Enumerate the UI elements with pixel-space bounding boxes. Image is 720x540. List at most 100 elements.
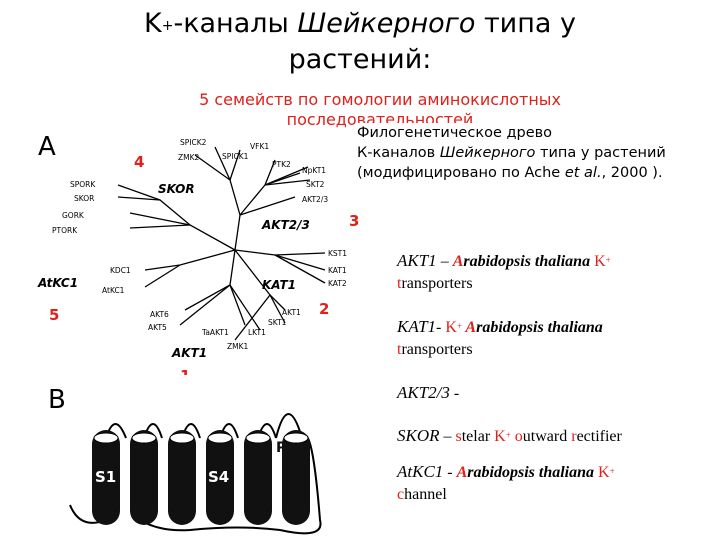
definition-akt1: AKT1 – Arabidopsis thaliana K+ transport… [397,250,611,295]
highlight: o [510,428,523,445]
channel-topology: B S1 S4 P [48,385,322,535]
separator: - [443,464,457,481]
family-label: KAT1 [262,278,296,292]
helix [244,430,272,525]
highlight: s [455,428,462,445]
superscript: + [456,321,463,331]
helices [92,430,310,525]
leaf-label: AKT5 [148,323,167,332]
superscript: + [609,466,615,476]
segment-label-p: P [276,440,286,456]
highlight: t [397,341,402,358]
leaf-label: ZMK1 [227,342,249,351]
leaf-label: KDC1 [110,266,131,275]
leaf-label: KAT1 [328,266,347,275]
definition-text: ransporters [401,341,473,358]
definition-text: telar [461,428,495,445]
highlight: A [456,464,468,481]
marker-3: 3 [349,212,359,230]
highlight: K [590,253,606,270]
leaf-label: SPICK2 [180,138,207,147]
leaf-label: SKT2 [306,180,325,189]
title-italic: Шейкерного [297,8,476,39]
marker-2: 2 [319,300,329,318]
definition-text: ectifier [576,428,622,445]
family-label: AtKC1 [37,276,78,290]
species: rabidopsis thaliana [467,464,594,481]
term: KAT1 [397,317,437,336]
definition-text: hannel [404,486,447,503]
family-label: AKT1 [171,346,207,360]
panel-label-a: A [38,132,56,162]
tree-branches [117,146,326,341]
caption-text: типа у растений (модифицировано по Ache [357,145,666,181]
helix-s4 [206,430,234,525]
separator: – [439,428,456,445]
title-suffix: типа у растений [288,8,576,75]
species: rabidopsis thaliana [476,319,603,336]
leaf-label: AKT6 [150,310,169,319]
highlight: r [571,428,577,445]
term: AKT2/3 [397,383,450,402]
highlight: K [445,319,457,336]
segment-label-s1: S1 [95,468,116,486]
term: SKOR [397,426,440,445]
leaf-label: PTK2 [272,160,291,169]
leaf-label: LKT1 [248,328,266,337]
segment-labels: S1 S4 [95,468,229,486]
superscript: + [605,255,611,265]
title-mid: -каналы [173,8,298,39]
marker-5: 5 [49,306,59,324]
highlight: K [494,428,506,445]
page-title: K+-каналы Шейкерного типа у растений: [70,6,650,78]
term: AKT1 [397,251,437,270]
tree-family-labels: SKOR AKT2/3 AtKC1 KAT1 AKT1 [37,182,310,360]
leaf-label: GORK [62,211,85,220]
figure-caption: Филогенетическое древо К-каналов Шейкерн… [357,123,687,183]
helix [168,430,196,525]
leaf-label: SPORK [70,180,96,189]
definition-skor: SKOR – stelar K+ outward rectifier [397,425,622,448]
highlight: c [397,486,405,503]
title-sup: + [161,18,174,34]
caption-italic: Шейкерного [439,145,536,161]
leaf-label: VFK1 [250,142,269,151]
helix [282,430,310,525]
definition-text: ransporters [401,275,473,292]
leaf-label: ZMK2 [178,153,200,162]
leaf-label: AKT1 [282,308,301,317]
caption-line1: Филогенетическое древо [357,125,553,141]
panel-label-b: B [48,385,66,415]
caption-italic: et al. [564,165,602,181]
definition-kat1: KAT1- K+ Arabidopsis thaliana transporte… [397,316,603,361]
leaf-label: PTORK [52,226,78,235]
leaf-label: TaAKT1 [201,328,229,337]
highlight: K [594,464,610,481]
highlight: A [452,253,464,270]
definition-atkc1: AtKC1 - Arabidopsis thaliana K+ channel [397,461,615,506]
leaf-label: AtKC1 [102,286,125,295]
leaf-label: SPICK1 [222,152,249,161]
segment-label-s4: S4 [208,468,229,486]
leaf-label: KAT2 [328,279,347,288]
definition-text: utward [522,428,572,445]
superscript: + [505,430,511,440]
leaf-label: KST1 [328,249,347,258]
helix [130,430,158,525]
leaf-label: NpKT1 [302,166,326,175]
separator: - [436,319,446,336]
definition-akt23: AKT2/3 - [397,382,459,405]
highlight: t [397,275,402,292]
family-label: SKOR [158,182,195,196]
marker-1: 1 [180,367,190,375]
separator: - [449,385,460,402]
leaf-label: AKT2/3 [302,195,328,204]
caption-text: К-каналов [357,145,440,161]
marker-4: 4 [134,153,144,171]
leaf-label: SKT1 [268,318,287,327]
caption-text: , 2000 ). [601,165,663,181]
helix-s1 [92,430,120,525]
highlight: A [462,319,477,336]
separator: – [436,253,453,270]
family-markers: 1 2 3 4 5 [49,153,359,375]
